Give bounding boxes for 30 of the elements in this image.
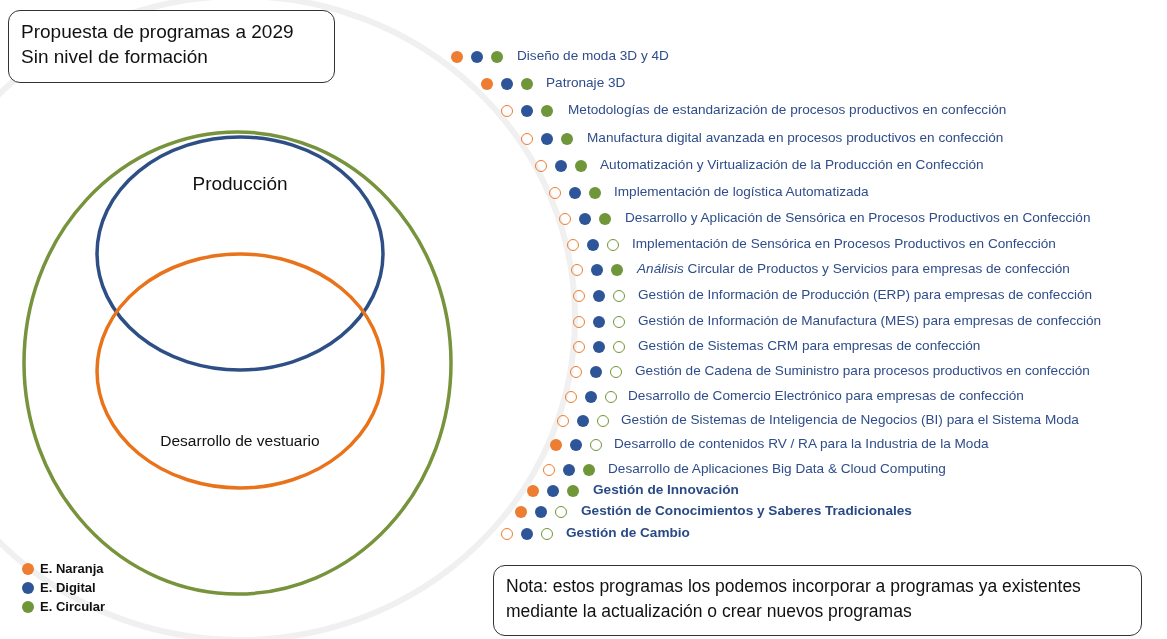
program-name: Gestión de Conocimientos y Saberes Tradicionales <box>581 503 912 519</box>
program-name: Gestión de Sistemas de Inteligencia de Negocios (BI) para el Sistema Moda <box>621 412 1079 428</box>
program-name: Automatización y Virtualización de la Producción en Confección <box>600 157 984 173</box>
program-name: Desarrollo de Comercio Electrónico para empresas de confección <box>628 388 1024 404</box>
program-name: Implementación de logística Automatizada <box>614 184 869 200</box>
program-name: Gestión de Cambio <box>566 525 690 541</box>
program-name: Gestión de Información de Manufactura (MES) para empresas de confección <box>638 313 1102 329</box>
program-name: Gestión de Sistemas CRM para empresas de confección <box>638 338 981 354</box>
program-name: Patronaje 3D <box>546 75 626 91</box>
region-label: Producción <box>191 173 289 195</box>
program-name: Desarrollo de Aplicaciones Big Data & Cloud Computing <box>608 461 946 477</box>
title-box <box>8 10 335 83</box>
program-name: Desarrollo de contenidos RV / RA para la Industria de la Moda <box>614 436 989 452</box>
program-name: Análisis Circular de Productos y Servicios para empresas de confección <box>637 261 1070 277</box>
program-name: Gestión de Innovación <box>593 482 739 498</box>
legend-label: E. Circular <box>40 599 106 614</box>
program-name: Implementación de Sensórica en Procesos Productivos en Confección <box>632 236 1056 252</box>
legend-label: E. Digital <box>40 580 96 595</box>
title-text: Propuesta de programas a 2029 <box>21 20 295 44</box>
program-name: Gestión de Información de Producción (ERP) para empresas de confección <box>638 287 1093 303</box>
region-label: Desarrollo de vestuario <box>159 432 321 450</box>
program-name: Desarrollo y Aplicación de Sensórica en Procesos Productivos en Confección <box>625 210 1091 226</box>
program-name: Gestión de Cadena de Suministro para procesos productivos en confección <box>635 363 1090 379</box>
legend-label: E. Naranja <box>40 561 104 576</box>
program-name: Metodologías de estandarización de procesos productivos en confección <box>568 102 1007 118</box>
program-name: Manufactura digital avanzada en procesos productivos en confección <box>587 130 1004 146</box>
program-name: Diseño de moda 3D y 4D <box>517 48 669 64</box>
title-text: Sin nivel de formación <box>21 45 209 69</box>
note-box <box>493 565 1142 636</box>
note-text: Nota: estos programas los podemos incorporar a programas ya existentes mediante la actualización o crear nuevos programas <box>506 575 1082 623</box>
